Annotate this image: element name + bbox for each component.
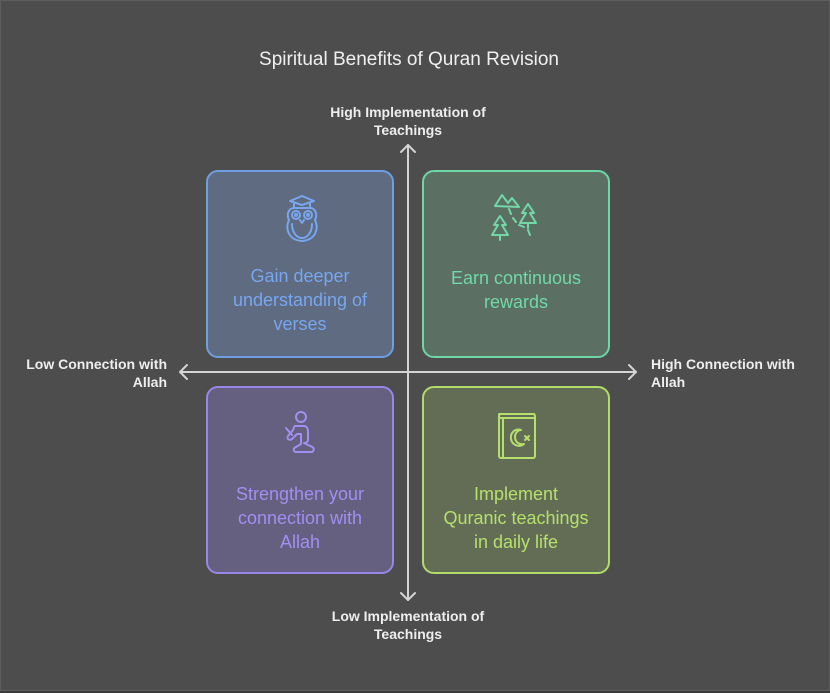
quadrant-text-line: Implement: [473, 484, 559, 504]
quadrant-text-line: rewards: [483, 292, 549, 312]
quadrant-text-line: Strengthen your: [235, 484, 365, 504]
axis-label-line: Teachings: [373, 626, 443, 642]
quadrant-text-line: in daily life: [473, 532, 559, 552]
quadrant-text: Earn continuous rewards: [432, 266, 600, 314]
praying-person-icon: [285, 411, 315, 453]
axis-label-line: Allah: [651, 374, 686, 390]
axis-label-line: Allah: [132, 374, 167, 390]
quadrant-card-rewards: Earn continuous rewards: [422, 170, 610, 358]
quadrant-card-understanding: Gain deeper understanding of verses: [206, 170, 394, 358]
axis-label-line: High Implementation of: [330, 104, 486, 120]
quadrant-card-implement: Implement Quranic teachings in daily lif…: [422, 386, 610, 574]
axis-label-low-implementation: Low Implementation of Teachings: [308, 607, 508, 643]
quran-book-icon: [498, 413, 536, 459]
axis-label-high-connection: High Connection with Allah: [651, 355, 821, 391]
quadrant-text-line: verses: [273, 314, 327, 334]
axis-label-line: High Connection with: [651, 356, 795, 372]
axis-label-line: Low Connection with: [26, 356, 167, 372]
mountain-trees-path-icon: [491, 194, 537, 241]
diagram-title: Spiritual Benefits of Quran Revision: [259, 49, 559, 70]
owl-graduate-icon: [286, 195, 318, 242]
axis-label-line: Teachings: [373, 122, 443, 138]
quadrant-text-line: understanding of: [232, 290, 368, 310]
axis-label-low-connection: Low Connection with Allah: [10, 355, 167, 391]
axis-label-line: Low Implementation of: [331, 608, 485, 624]
quadrant-text: Implement Quranic teachings in daily lif…: [432, 482, 600, 554]
quadrant-card-connection: Strengthen your connection with Allah: [206, 386, 394, 574]
quadrant-text: Strengthen your connection with Allah: [216, 482, 384, 554]
quadrant-text: Gain deeper understanding of verses: [216, 264, 384, 336]
quadrant-text-line: connection with: [237, 508, 363, 528]
quadrant-text-line: Earn continuous: [450, 268, 582, 288]
quadrant-text-line: Gain deeper: [250, 266, 350, 286]
quadrant-text-line: Quranic teachings: [443, 508, 589, 528]
axis-label-high-implementation: High Implementation of Teachings: [308, 103, 508, 139]
quadrant-text-line: Allah: [279, 532, 321, 552]
